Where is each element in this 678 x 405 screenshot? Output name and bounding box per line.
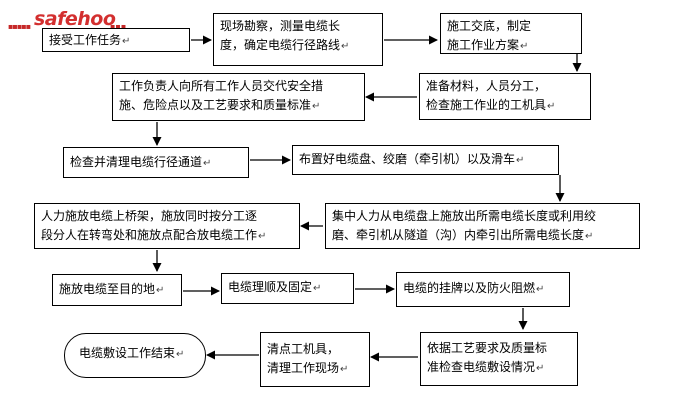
node-safety-briefing: 工作负责人向所有工作人员交代安全措 施、危险点以及工艺要求和质量标准↵	[112, 73, 365, 121]
node-clear-route: 检查并清理电缆行径通道↵	[63, 147, 249, 178]
logo-dots-right: ▪▪▪	[110, 22, 127, 31]
node-inspect: 依据工艺要求及质量标 准检查电缆敷设情况↵	[420, 332, 578, 386]
node-survey: 现场勘察，测量电缆长 度，确定电缆行径路线↵	[213, 13, 383, 66]
node-clean-tools: 清点工机具， 清理工作现场↵	[260, 332, 370, 387]
node-receive-task: 接受工作任务↵	[42, 28, 190, 52]
node-disclosure: 施工交底，制定 施工作业方案↵	[440, 13, 582, 54]
node-prepare: 准备材料，人员分工， 检查施工作业的工机具↵	[419, 73, 591, 120]
logo-dots-left: ▪▪▪▪▪	[8, 22, 31, 31]
watermark-logo: ▪▪▪▪▪ safehoo ▪▪▪	[8, 8, 128, 32]
logo-text: safehoo	[34, 8, 116, 30]
node-pull-cable: 集中人力从电缆盘上施放出所需电缆长度或利用绞 磨、牵引机从隧道（沟）内牵引出所需…	[325, 203, 640, 249]
node-lay-on-bridge: 人力施放电缆上桥架，施放同时按分工逐 段分人在转弯处和施放点配合放电缆工作↵	[34, 203, 300, 249]
node-label-fireproof: 电缆的挂牌以及防火阻燃↵	[396, 272, 570, 307]
node-to-destination: 施放电缆至目的地↵	[52, 274, 182, 306]
node-straighten-fix: 电缆理顺及固定↵	[221, 273, 354, 304]
node-arrange-drum: 布置好电缆盘、绞磨（牵引机）以及滑车↵	[292, 145, 559, 175]
node-end: 电缆敷设工作结束↵	[64, 333, 206, 378]
